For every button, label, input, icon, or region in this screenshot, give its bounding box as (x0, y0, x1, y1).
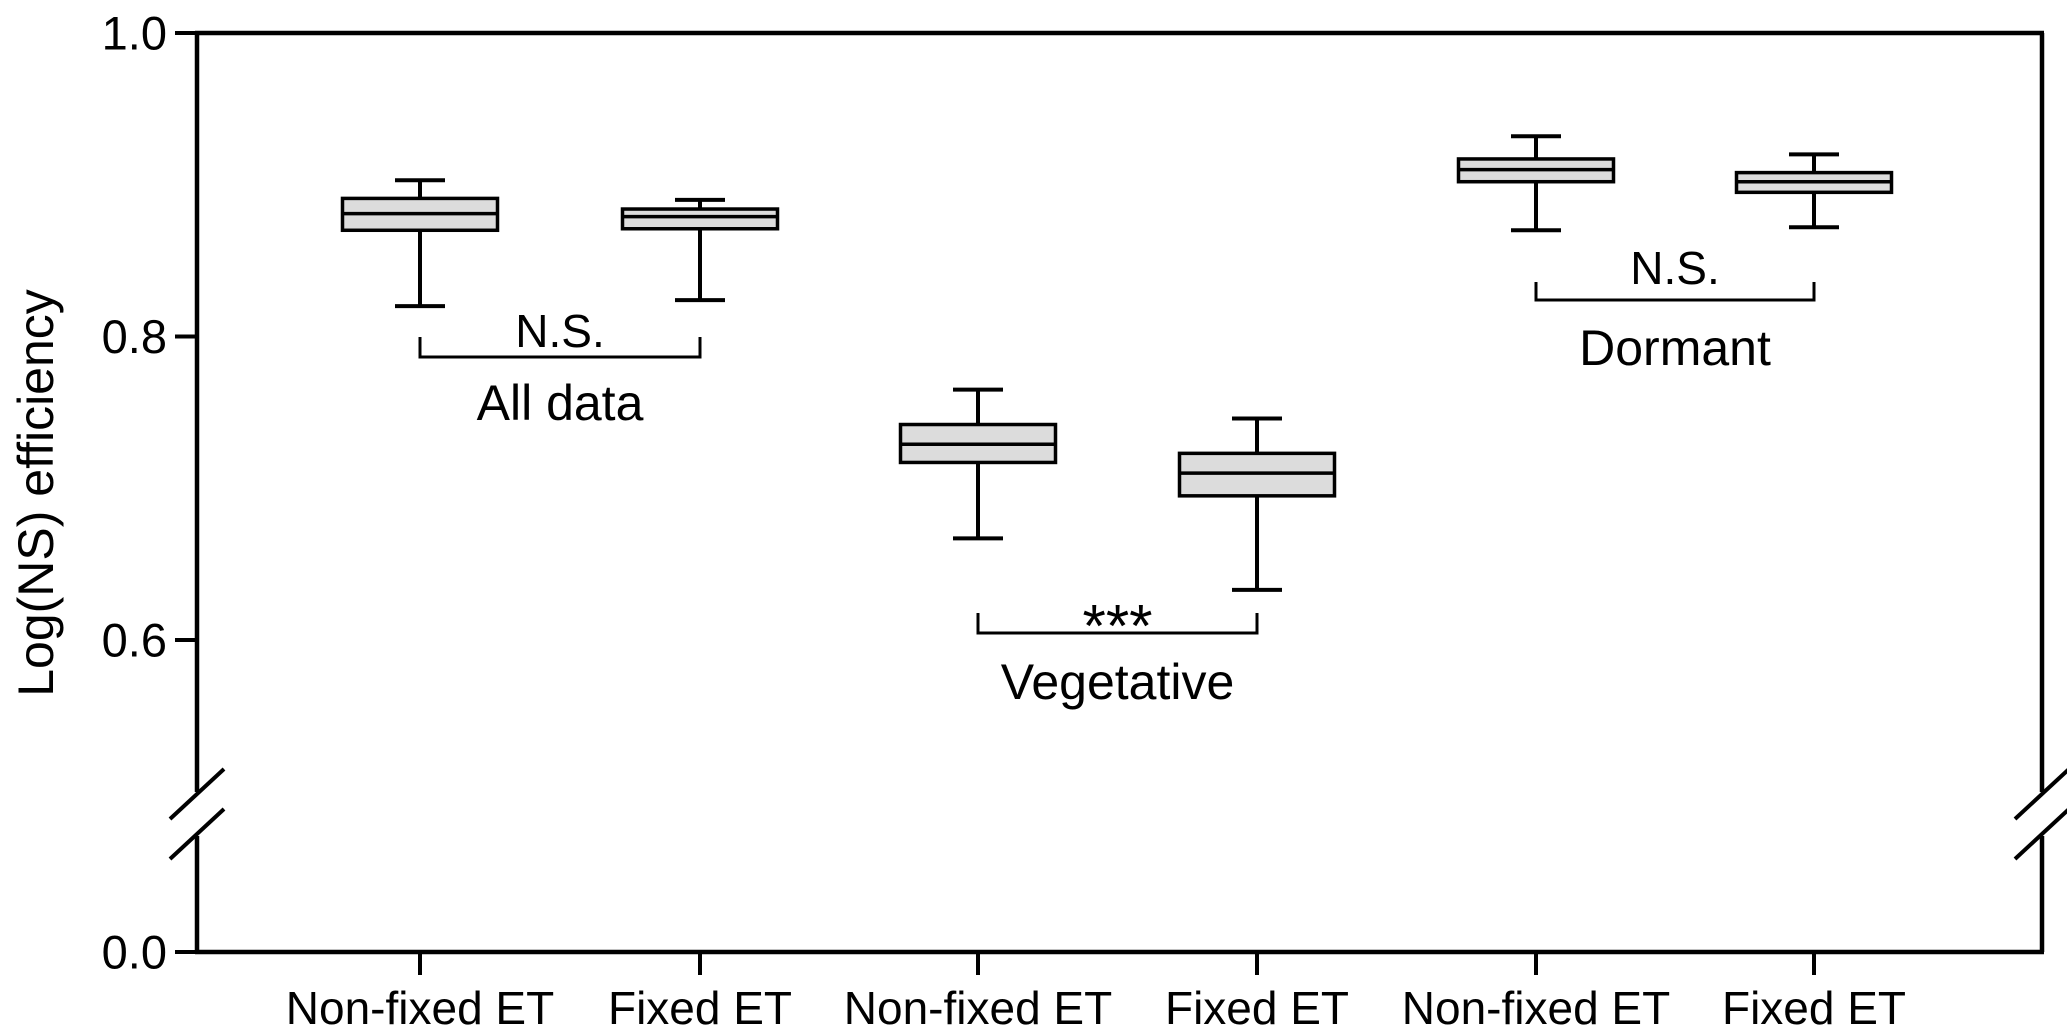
iqr-box (620, 207, 780, 231)
x-axis-ticks (418, 952, 1816, 975)
right-axis-break-slash-1 (2013, 768, 2067, 821)
y-axis-ticks (175, 31, 197, 954)
left-axis-break-slash-2 (168, 807, 226, 861)
x-tick-label-2: Non-fixed ET (844, 982, 1112, 1034)
left-axis-break-slash-1 (168, 767, 226, 821)
x-tick-label-5: Fixed ET (1722, 982, 1906, 1034)
significance-label-2: N.S. (1630, 242, 1719, 294)
y-tick-label-1.0: 1.0 (102, 7, 167, 60)
significance-bracket-0 (418, 337, 702, 359)
significance-bracket-1 (976, 613, 1259, 635)
x-tick-label-1: Fixed ET (608, 982, 792, 1034)
right-axis-break-slash-2 (2013, 808, 2067, 861)
y-tick-label-0.6: 0.6 (102, 614, 167, 667)
group-label-1: Vegetative (1001, 654, 1235, 710)
plot-frame (194, 30, 2045, 955)
significance-label-0: N.S. (515, 305, 604, 357)
y-axis-title: Log(NS) efficiency (8, 289, 64, 697)
group-label-0: All data (477, 375, 644, 431)
y-tick-label-0.8: 0.8 (102, 310, 167, 363)
axis-break-marks (168, 767, 2067, 861)
y-tick-label-0.0: 0.0 (102, 926, 167, 979)
group-label-2: Dormant (1579, 320, 1771, 376)
significance-label-1: *** (1082, 593, 1152, 660)
box-plots (340, 134, 1894, 592)
significance-brackets: N.S. All data ***Vegetative N.S. Dormant (418, 242, 1816, 710)
significance-bracket-2 (1534, 282, 1816, 302)
x-tick-label-3: Fixed ET (1165, 982, 1349, 1034)
x-tick-label-0: Non-fixed ET (286, 982, 554, 1034)
x-tick-label-4: Non-fixed ET (1402, 982, 1670, 1034)
